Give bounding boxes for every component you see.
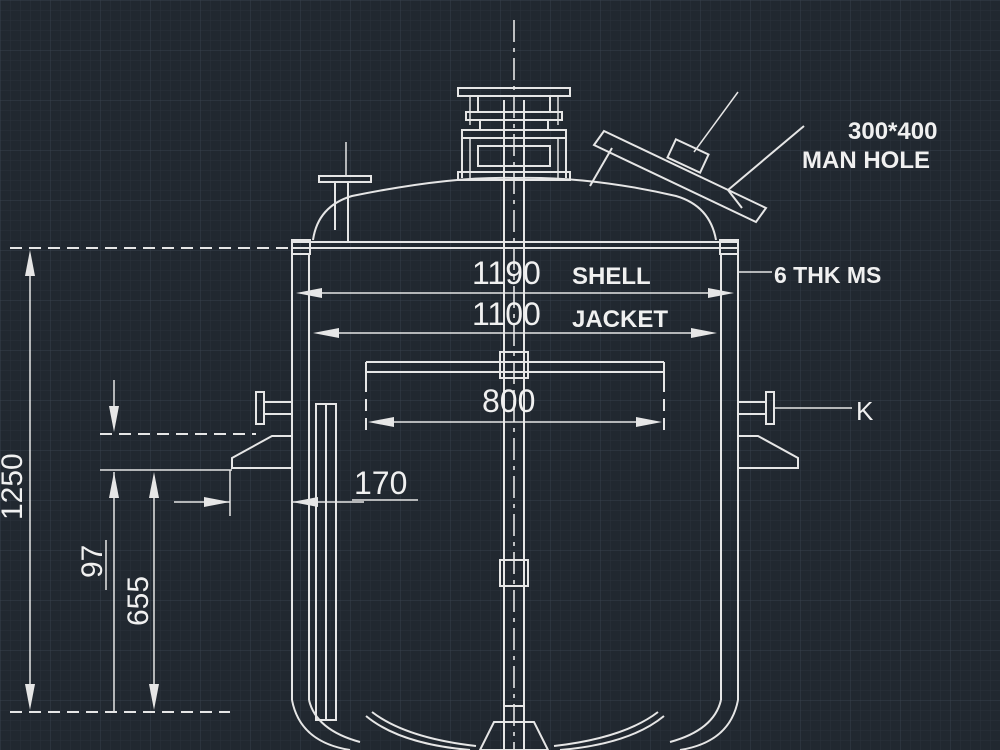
right-support-bracket <box>737 435 799 469</box>
shell-thickness-label: 6 THK MS <box>774 262 881 288</box>
agitator-dimension-value: 800 <box>482 383 535 419</box>
shell-dimension-value: 1190 <box>472 255 541 291</box>
manhole-name-label: MAN HOLE <box>802 147 930 174</box>
agitator-drive-assembly <box>457 87 571 181</box>
agitator-shaft <box>499 100 529 750</box>
top-left-nozzle <box>318 142 372 242</box>
dimension-170 <box>174 470 418 516</box>
dimension-1250-value: 1250 <box>0 453 29 520</box>
dimension-655-value: 655 <box>122 576 155 626</box>
dimension-97 <box>100 380 256 712</box>
manhole-size-label: 300*400 <box>848 118 937 145</box>
left-side-nozzle <box>255 391 292 425</box>
right-nozzle-k <box>738 391 852 425</box>
left-support-bracket <box>231 435 293 469</box>
vessel-shell <box>291 254 739 750</box>
dimension-97-value: 97 <box>76 545 109 578</box>
top-dish-head <box>291 176 739 255</box>
bottom-anchor-agitator <box>365 705 665 750</box>
shell-label: SHELL <box>572 263 651 290</box>
shell-dimension <box>291 256 772 420</box>
agitator-dimension <box>365 380 665 430</box>
dimension-170-value: 170 <box>354 465 407 501</box>
dimension-1250 <box>10 247 292 713</box>
jacket-dimension <box>313 328 717 338</box>
baffle <box>315 403 337 721</box>
jacket-dimension-value: 1100 <box>472 296 541 332</box>
manhole-nozzle <box>589 91 805 224</box>
top-agitator-blade <box>365 361 665 380</box>
nozzle-k-label: K <box>856 396 874 426</box>
dimension-655 <box>149 472 159 710</box>
jacket-label: JACKET <box>572 306 668 333</box>
